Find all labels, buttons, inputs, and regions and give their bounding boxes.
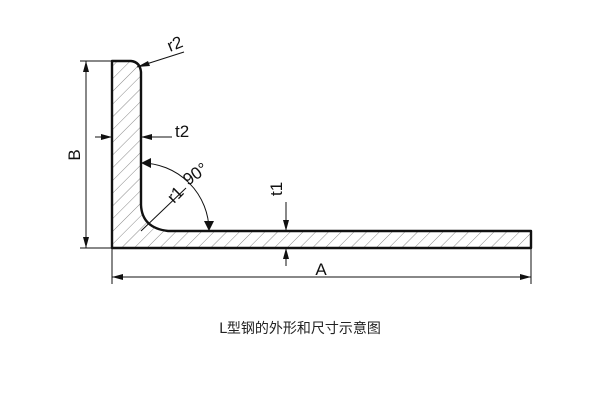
label-angle: 90° xyxy=(179,159,211,189)
dimension-r2-leader xyxy=(136,51,185,68)
dimension-b xyxy=(80,60,112,249)
label-b: B xyxy=(65,149,84,160)
dimension-a xyxy=(111,248,532,284)
label-t1: t1 xyxy=(267,182,286,196)
l-profile-section xyxy=(110,59,533,250)
figure-caption: L型钢的外形和尺寸示意图 xyxy=(219,321,381,337)
dimension-t2 xyxy=(95,134,172,140)
label-a: A xyxy=(315,260,327,279)
dimension-t1 xyxy=(283,202,289,266)
label-t2: t2 xyxy=(175,122,189,141)
label-r1: r1 xyxy=(163,183,187,207)
dimension-r1-angle xyxy=(140,158,214,232)
label-r2: r2 xyxy=(164,32,185,55)
